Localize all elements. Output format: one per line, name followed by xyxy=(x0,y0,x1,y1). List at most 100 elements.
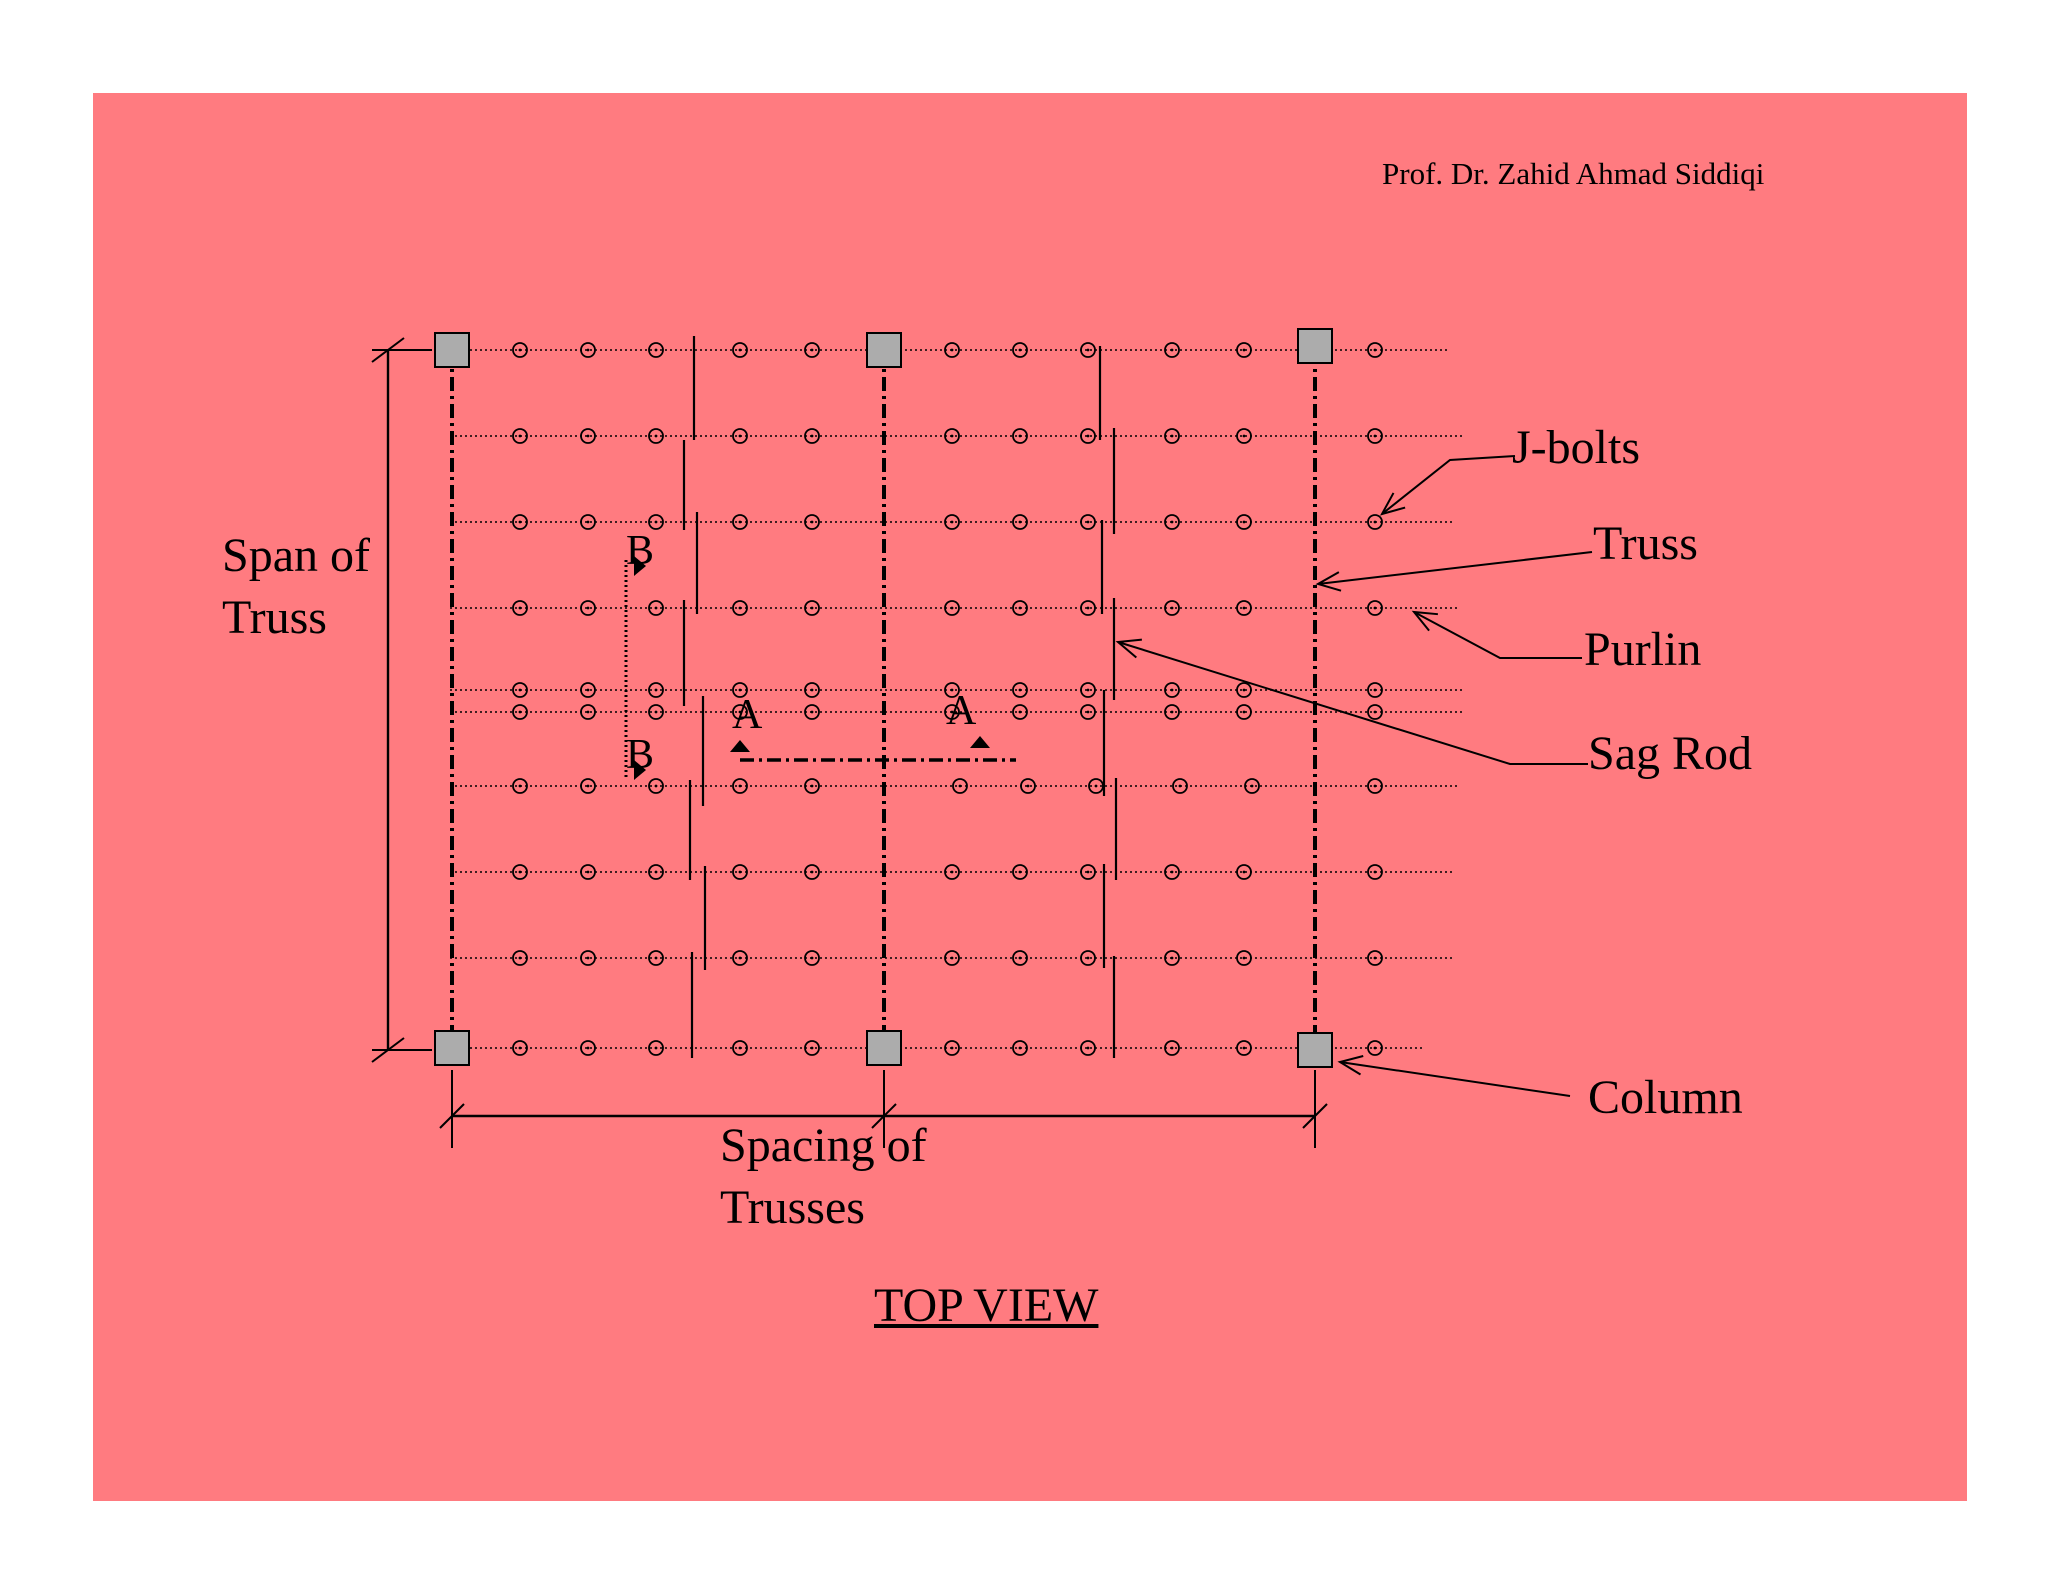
j-bolt-center xyxy=(1242,956,1246,960)
j-bolt-center xyxy=(518,520,522,524)
j-bolt-icon xyxy=(1236,704,1252,720)
j-bolt-icon xyxy=(1367,600,1383,616)
j-bolt-icon xyxy=(580,950,596,966)
j-bolt-icon xyxy=(1367,778,1383,794)
j-bolt-center xyxy=(1086,688,1090,692)
column-square xyxy=(1297,1032,1333,1068)
j-bolt-icon xyxy=(804,428,820,444)
j-bolt-center xyxy=(654,710,658,714)
j-bolt-center xyxy=(950,956,954,960)
j-bolt-icon xyxy=(512,682,528,698)
j-bolt-icon xyxy=(580,778,596,794)
j-bolt-center xyxy=(1242,688,1246,692)
j-bolt-icon xyxy=(1164,428,1180,444)
j-bolt-icon xyxy=(512,864,528,880)
j-bolt-icon xyxy=(944,600,960,616)
j-bolt-icon xyxy=(512,342,528,358)
section-a-right-arrow-icon xyxy=(970,736,990,748)
j-bolt-center xyxy=(1242,434,1246,438)
j-bolt-center xyxy=(1018,1046,1022,1050)
j-bolt-icon xyxy=(804,778,820,794)
j-bolt-icon xyxy=(1236,342,1252,358)
section-a-left-arrow-icon xyxy=(730,740,750,752)
j-bolt-icon xyxy=(944,950,960,966)
j-bolt-center xyxy=(586,348,590,352)
j-bolt-icon xyxy=(1236,682,1252,698)
j-bolt-center xyxy=(654,956,658,960)
truss-leader xyxy=(1317,551,1593,585)
j-bolt-center xyxy=(738,1046,742,1050)
span-dimension-tick xyxy=(371,1037,405,1063)
j-bolt-center xyxy=(1242,606,1246,610)
sag-rod-leader-arrowhead-icon xyxy=(1115,638,1142,659)
j-bolt-icon xyxy=(648,428,664,444)
j-bolt-center xyxy=(738,606,742,610)
j-bolt-icon xyxy=(512,514,528,530)
j-bolt-icon xyxy=(732,950,748,966)
j-bolt-icon xyxy=(1080,950,1096,966)
j-bolt-icon xyxy=(1012,600,1028,616)
j-bolt-center xyxy=(1026,784,1030,788)
j-bolt-icon xyxy=(1236,428,1252,444)
j-bolt-icon xyxy=(1367,704,1383,720)
j-bolt-center xyxy=(1018,434,1022,438)
j-bolt-icon xyxy=(952,778,968,794)
j-bolt-icon xyxy=(648,600,664,616)
j-bolt-center xyxy=(518,956,522,960)
j-bolt-center xyxy=(1242,520,1246,524)
section-b-top-marker: B xyxy=(626,528,655,574)
j-bolt-center xyxy=(810,956,814,960)
j-bolt-icon xyxy=(732,600,748,616)
j-bolt-center xyxy=(518,870,522,874)
j-bolt-icon xyxy=(1236,600,1252,616)
j-bolts-leader-arrowhead-icon xyxy=(1379,492,1406,516)
section-a-left-marker: A xyxy=(732,692,763,738)
j-bolt-center xyxy=(810,348,814,352)
column-leader xyxy=(1339,1061,1571,1097)
j-bolt-center xyxy=(1018,520,1022,524)
j-bolt-icon xyxy=(1236,1040,1252,1056)
j-bolt-icon xyxy=(512,778,528,794)
j-bolt-icon xyxy=(1080,1040,1096,1056)
section-b-bottom-marker: B xyxy=(626,732,655,778)
j-bolt-center xyxy=(1018,710,1022,714)
j-bolt-icon xyxy=(1236,864,1252,880)
j-bolt-center xyxy=(1086,434,1090,438)
span-dimension-tick xyxy=(371,337,405,363)
j-bolt-icon xyxy=(944,428,960,444)
column-leader-arrowhead-icon xyxy=(1337,1055,1364,1076)
section-b-bottom-arrow-icon xyxy=(634,760,646,780)
j-bolt-icon xyxy=(1244,778,1260,794)
j-bolt-center xyxy=(738,434,742,438)
j-bolt-center xyxy=(1250,784,1254,788)
j-bolt-center xyxy=(950,870,954,874)
j-bolt-icon xyxy=(1080,600,1096,616)
j-bolt-icon xyxy=(944,864,960,880)
j-bolt-center xyxy=(950,1046,954,1050)
j-bolt-center xyxy=(810,434,814,438)
j-bolt-icon xyxy=(804,950,820,966)
j-bolt-center xyxy=(1373,956,1377,960)
j-bolt-center xyxy=(518,434,522,438)
j-bolt-center xyxy=(654,434,658,438)
j-bolt-icon xyxy=(804,704,820,720)
j-bolt-center xyxy=(1373,870,1377,874)
j-bolt-icon xyxy=(804,600,820,616)
j-bolt-icon xyxy=(804,1040,820,1056)
j-bolt-icon xyxy=(732,1040,748,1056)
j-bolt-center xyxy=(518,606,522,610)
section-a-right-marker: A xyxy=(946,688,977,734)
j-bolt-icon xyxy=(732,864,748,880)
j-bolt-icon xyxy=(648,342,664,358)
j-bolt-center xyxy=(1170,688,1174,692)
j-bolt-center xyxy=(1086,1046,1090,1050)
j-bolt-icon xyxy=(580,514,596,530)
j-bolt-center xyxy=(654,348,658,352)
j-bolt-icon xyxy=(1367,342,1383,358)
j-bolt-center xyxy=(518,688,522,692)
j-bolt-icon xyxy=(1012,1040,1028,1056)
spacing-dimension-tick xyxy=(1302,1103,1328,1129)
j-bolt-center xyxy=(586,870,590,874)
j-bolt-icon xyxy=(944,342,960,358)
